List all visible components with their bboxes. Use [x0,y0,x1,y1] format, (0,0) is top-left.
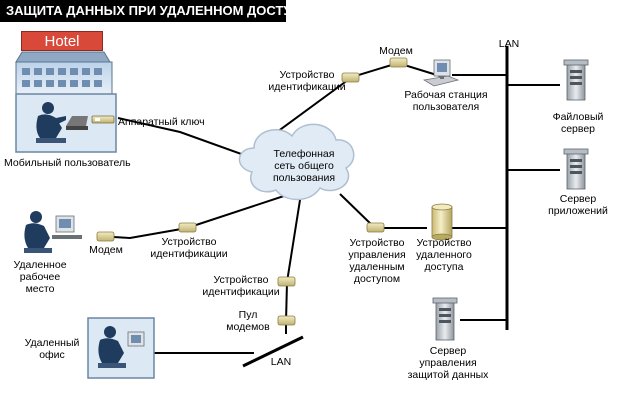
page-title: ЗАЩИТА ДАННЫХ ПРИ УДАЛЕННОМ ДОСТУПЕ [0,0,310,22]
app-server-label: Сервер приложений [548,193,608,217]
modem-top-label: Модем [379,45,413,57]
mobile-user-icon [36,102,88,143]
id-device-top-label: Устройство идентификации [268,69,346,93]
modem-pool-label: Пул модемов [226,309,270,333]
hardware-key-icon [91,115,115,124]
modem-left-icon [96,231,115,242]
lan-top-label: LAN [498,38,520,50]
workstation-icon [422,59,460,87]
remote-workplace-icon [24,211,82,253]
app-server-icon [563,148,589,190]
connection-lines [96,61,560,354]
ra-device-label: Устройство удаленного доступа [416,237,472,273]
modem-top-icon [389,57,408,68]
file-server-icon [563,59,589,101]
pstn-cloud-label: Телефонная сеть общего пользования [272,148,336,184]
ra-mgmt-icon [366,222,385,233]
id-device-left-icon [178,222,197,233]
file-server-label: Файловый сервер [552,111,604,135]
modem-left-label: Модем [89,244,123,256]
id-device-left-label: Устройство идентификации [150,236,228,260]
security-server-icon [432,297,458,341]
mobile-user-label: Мобильный пользователь [4,157,131,169]
remote-office-box [87,317,155,379]
id-device-mid-icon [277,276,296,287]
security-server-label: Сервер управления защитой данных [407,345,489,381]
workstation-label: Рабочая станция пользователя [404,89,488,113]
lan-bottom-label: LAN [270,356,292,368]
ra-mgmt-label: Устройство управления удаленным доступом [348,237,406,285]
remote-workplace-label: Удаленное рабочее место [13,259,67,295]
remote-office-label: Удаленный офис [24,337,80,361]
remote-access-device-icon [431,203,453,241]
lan-bottom-segment [242,335,304,368]
hotel-building [15,51,117,153]
hotel-sign: Hotel [21,31,103,51]
id-device-mid-label: Устройство идентификации [202,274,280,298]
pstn-cloud-shape [238,123,355,201]
modem-pool-icon [277,315,296,326]
id-device-top-icon [341,72,360,83]
hardware-key-label: Аппаратный ключ [118,116,205,128]
